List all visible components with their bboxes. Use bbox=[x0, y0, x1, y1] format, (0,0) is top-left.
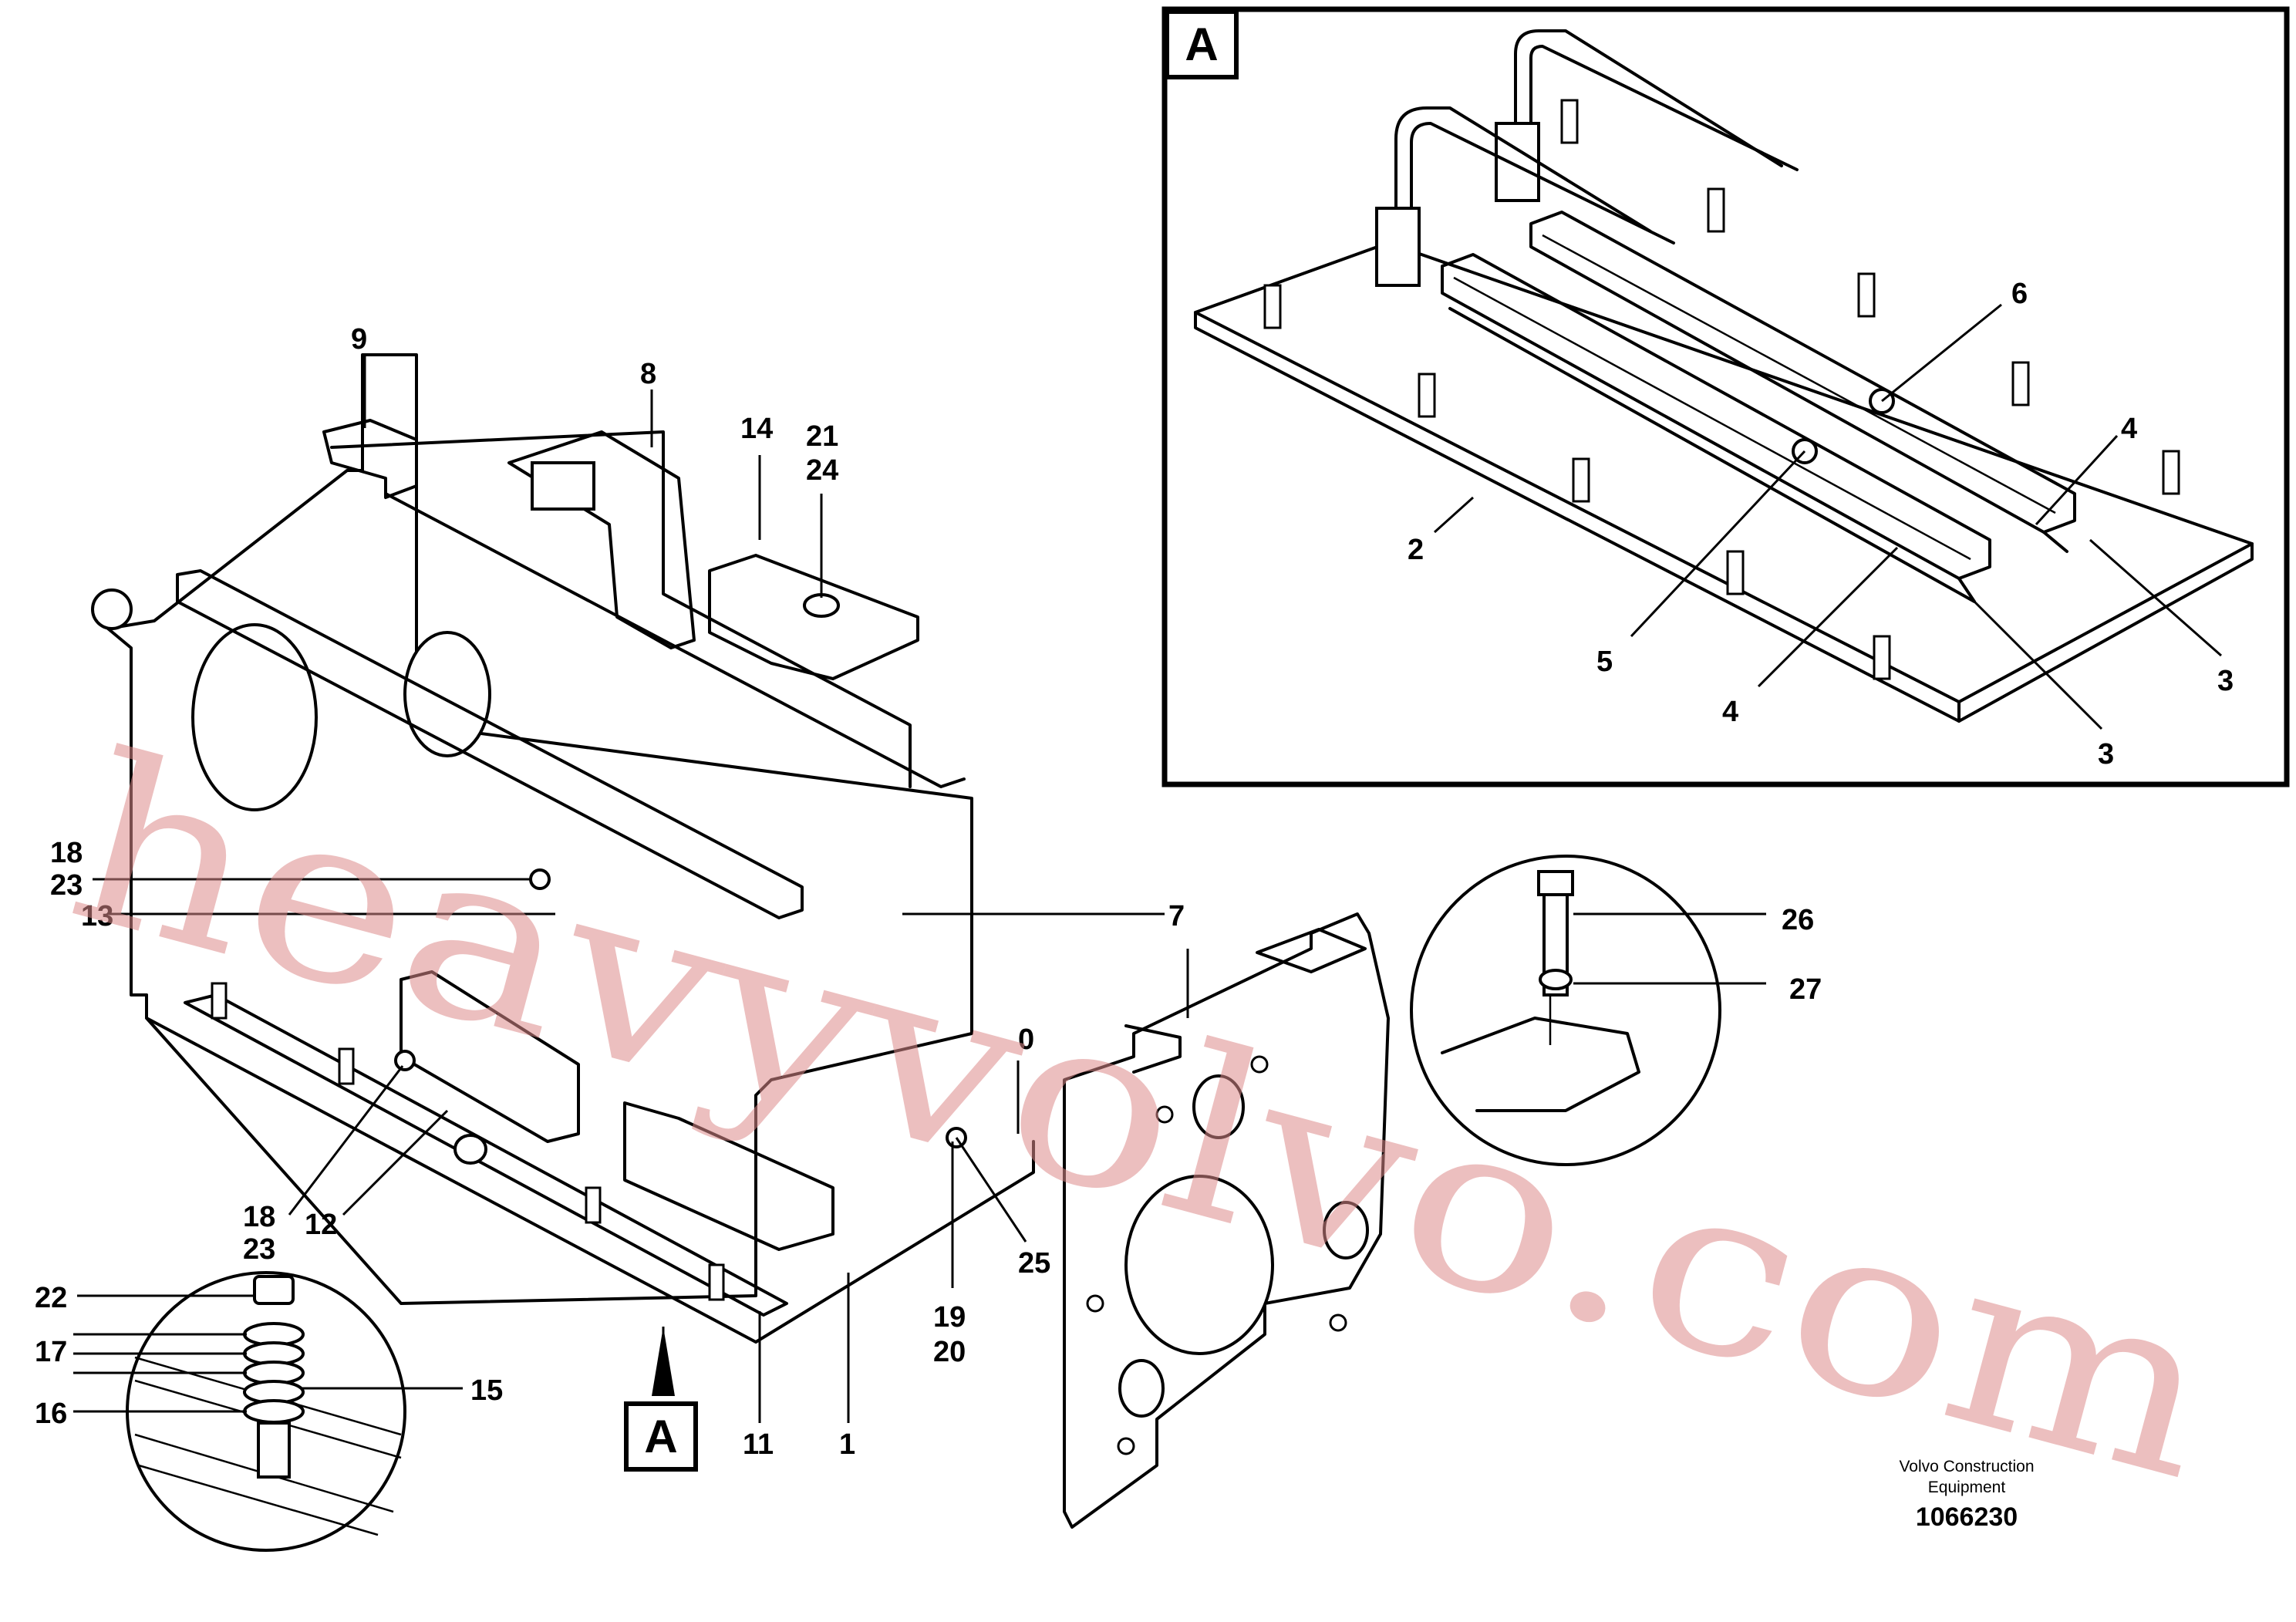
callout-9: 9 bbox=[351, 323, 367, 356]
main-frame bbox=[91, 353, 1035, 1344]
callout-6: 6 bbox=[2011, 278, 2028, 310]
callout-2: 2 bbox=[1408, 534, 1424, 566]
base-plate bbox=[1194, 241, 2254, 723]
callout-17: 17 bbox=[35, 1336, 67, 1368]
detail-view-a: A bbox=[1161, 6, 2290, 787]
detail-box-label: A bbox=[1185, 19, 1218, 70]
callout-26: 26 bbox=[1782, 904, 1814, 936]
side-plate bbox=[1063, 912, 1390, 1529]
callout-1: 1 bbox=[839, 1428, 855, 1461]
callout-22: 22 bbox=[35, 1282, 67, 1314]
callout-15: 15 bbox=[470, 1374, 503, 1407]
rail-lower bbox=[1441, 253, 1991, 603]
callout-0: 0 bbox=[1018, 1023, 1034, 1056]
callout-27: 27 bbox=[1789, 973, 1822, 1006]
rail-upper bbox=[1529, 211, 2076, 553]
callout-24: 24 bbox=[806, 454, 838, 487]
view-a-marker: A bbox=[644, 1411, 677, 1462]
callout-8: 8 bbox=[640, 358, 656, 390]
callout-20: 20 bbox=[933, 1336, 966, 1368]
studs bbox=[1263, 99, 2180, 680]
callout-14: 14 bbox=[740, 413, 773, 445]
callout-19: 19 bbox=[933, 1301, 966, 1334]
brand-line-2: Equipment bbox=[1928, 1479, 2006, 1496]
callout-4a: 4 bbox=[2121, 413, 2137, 445]
callout-21: 21 bbox=[806, 420, 838, 453]
footer: Volvo Construction Equipment 1066230 bbox=[1899, 1458, 2034, 1532]
callout-23a: 23 bbox=[50, 869, 83, 902]
main-leaders: A bbox=[93, 355, 1189, 1472]
callout-18a: 18 bbox=[50, 837, 83, 869]
callout-5: 5 bbox=[1596, 646, 1613, 678]
callout-11: 11 bbox=[743, 1428, 774, 1461]
callout-16: 16 bbox=[35, 1398, 67, 1430]
stud-stack-detail-circle: 22 17 15 16 bbox=[35, 1271, 503, 1552]
callout-3b: 3 bbox=[2098, 738, 2114, 771]
callout-7: 7 bbox=[1168, 900, 1185, 932]
brand-line-1: Volvo Construction bbox=[1899, 1458, 2034, 1475]
callout-3a: 3 bbox=[2217, 665, 2234, 697]
callout-4b: 4 bbox=[1722, 696, 1738, 728]
callout-13: 13 bbox=[81, 900, 113, 932]
callout-25: 25 bbox=[1018, 1247, 1050, 1280]
sensor-cables bbox=[1375, 29, 1799, 287]
detail-leaders bbox=[1433, 303, 2222, 730]
bolt-detail-circle: 26 27 bbox=[1410, 855, 1822, 1166]
callout-23b: 23 bbox=[243, 1233, 275, 1266]
callout-12: 12 bbox=[305, 1209, 337, 1241]
drawing-number: 1066230 bbox=[1916, 1502, 2018, 1532]
callout-18b: 18 bbox=[243, 1201, 275, 1233]
